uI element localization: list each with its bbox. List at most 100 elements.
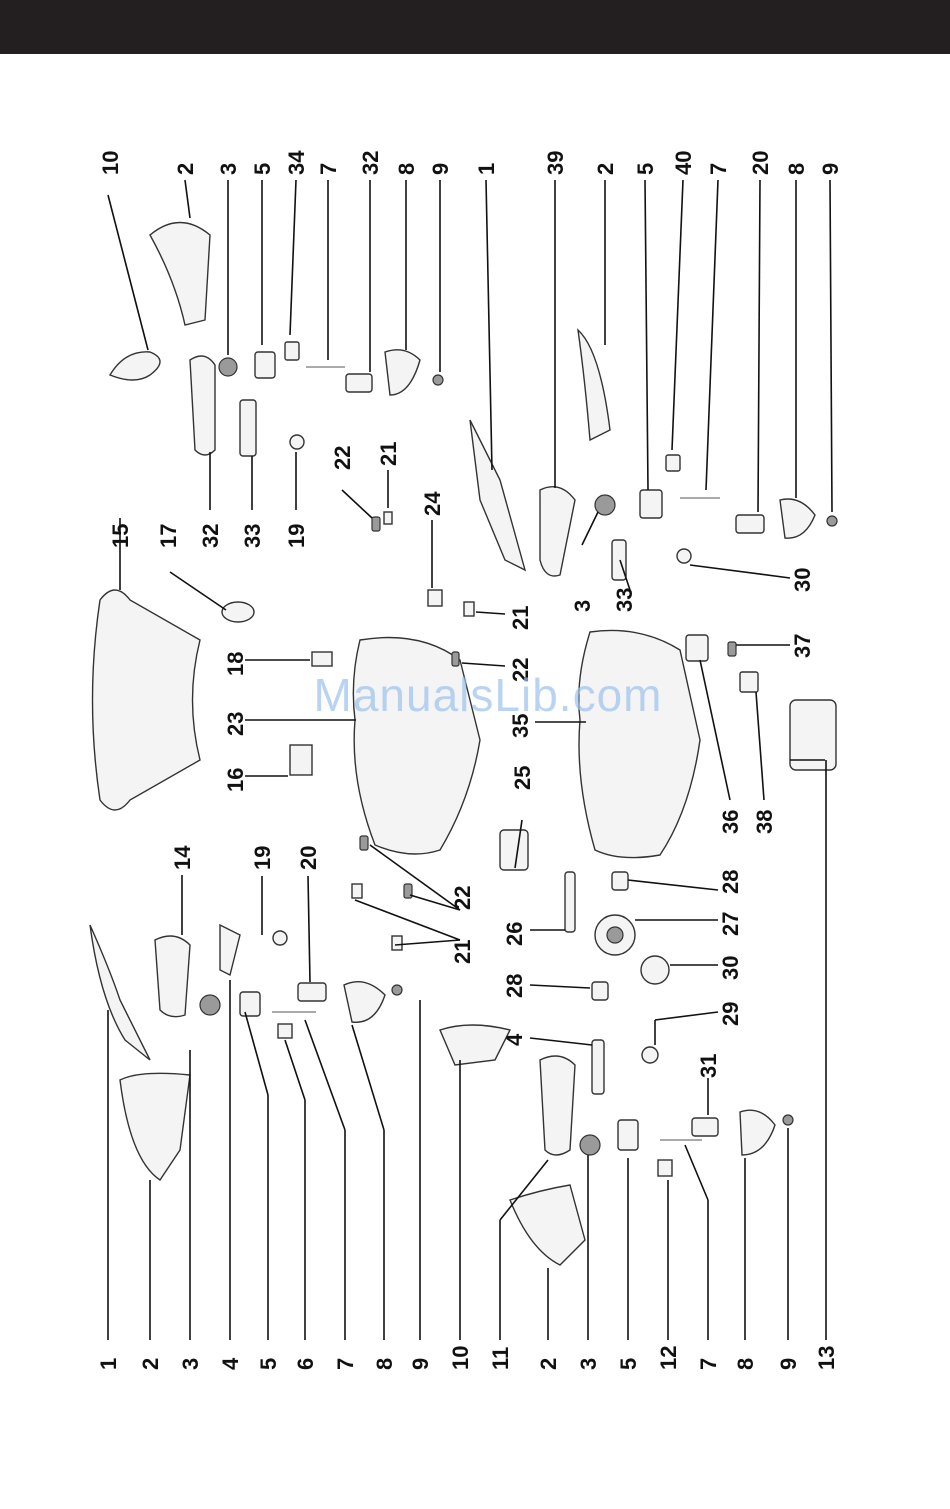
callout-label: 9: [428, 163, 453, 175]
nut-part: [827, 516, 837, 526]
motor-arm-part: [540, 1056, 575, 1155]
bolt-part: [642, 1047, 658, 1063]
callout-label: 38: [752, 810, 777, 834]
cover-part: [686, 635, 708, 661]
callout-label: 7: [316, 163, 341, 175]
callout-label: 33: [240, 524, 265, 548]
nut-part: [433, 375, 443, 385]
callout-label: 28: [718, 870, 743, 894]
propeller-part: [110, 352, 160, 380]
bolt-part: [677, 549, 691, 563]
callout-label: 24: [420, 491, 445, 516]
pin-part: [452, 652, 459, 666]
callout-label: 23: [223, 712, 248, 736]
callout-label: 19: [250, 846, 275, 870]
arm-trim-part: [592, 1040, 604, 1094]
callout-label: 8: [733, 1358, 758, 1370]
callout-label: 40: [671, 151, 696, 175]
callout-label: 21: [450, 940, 475, 964]
callout-label: 2: [138, 1358, 163, 1370]
gimbal-lens-part: [607, 927, 623, 943]
motor-mount-part: [240, 992, 260, 1016]
callout-label: 9: [776, 1358, 801, 1370]
callout-label: 26: [502, 922, 527, 946]
nut-part: [392, 985, 402, 995]
motor-cover-part: [780, 499, 815, 538]
callout-label: 13: [814, 1346, 839, 1370]
callout-label: 22: [330, 446, 355, 470]
ring-part: [641, 956, 669, 984]
callout-label: 8: [372, 1358, 397, 1370]
callout-label: 5: [250, 163, 275, 175]
canopy-part: [93, 590, 201, 810]
clip-part: [666, 455, 680, 471]
callout-label: 5: [256, 1358, 281, 1370]
callout-label: 3: [570, 600, 595, 612]
propeller-part: [440, 1025, 510, 1065]
callout-label: 11: [488, 1347, 513, 1370]
motor-mount-part: [255, 352, 275, 378]
bushing-part: [612, 872, 628, 890]
callout-label: 2: [536, 1358, 561, 1370]
switch-part: [740, 672, 758, 692]
motor-arm-part: [155, 936, 190, 1017]
prop-guard-part: [510, 1185, 585, 1265]
callout-label: 8: [784, 163, 809, 175]
callout-label: 8: [394, 163, 419, 175]
callout-label: 31: [696, 1054, 721, 1078]
callout-label: 30: [718, 956, 743, 980]
callout-label: 17: [156, 524, 181, 548]
bolt-part: [290, 435, 304, 449]
nut-part: [783, 1115, 793, 1125]
motor-cover-part: [385, 350, 420, 395]
callout-label: 3: [576, 1358, 601, 1370]
callout-label: 29: [718, 1002, 743, 1026]
propeller-part: [90, 925, 150, 1060]
clip-part: [285, 342, 299, 360]
callout-label: 7: [333, 1358, 358, 1370]
pin-part: [360, 836, 368, 850]
prop-guard-part: [150, 223, 210, 326]
clip-part: [658, 1160, 672, 1176]
motor-cover-part: [740, 1110, 775, 1155]
callout-label: 6: [293, 1358, 318, 1370]
camera-board-part: [500, 830, 528, 870]
prop-guard-part: [578, 330, 610, 440]
callout-label: 21: [376, 442, 401, 466]
callout-label: 4: [218, 1357, 243, 1370]
callout-label: 2: [173, 163, 198, 175]
clip-part: [464, 602, 474, 616]
motor-mount-part: [640, 490, 662, 518]
callout-label: 33: [612, 588, 637, 612]
callout-label: 34: [284, 150, 309, 175]
callout-label: 15: [108, 524, 133, 548]
callout-label: 1: [96, 1358, 121, 1370]
callout-label: 32: [358, 151, 383, 175]
callout-label: 28: [502, 974, 527, 998]
callout-label: 3: [216, 163, 241, 175]
clip-part: [384, 512, 392, 524]
callout-label: 4: [502, 1033, 527, 1046]
callout-label: 14: [170, 845, 195, 870]
motor-part: [736, 515, 764, 533]
callout-label: 10: [98, 151, 123, 175]
callout-label: 22: [450, 886, 475, 910]
callout-label: 18: [223, 652, 248, 676]
clip-part: [278, 1024, 292, 1038]
label-part: [312, 652, 332, 666]
callout-label: 10: [448, 1346, 473, 1370]
propeller-part: [470, 420, 525, 570]
callout-label: 7: [706, 163, 731, 175]
clip-part: [352, 884, 362, 898]
lower-body-part: [579, 630, 700, 857]
callout-label: 1: [474, 163, 499, 175]
bolt-part: [273, 931, 287, 945]
motor-cover-part: [344, 982, 385, 1023]
callout-label: 5: [633, 163, 658, 175]
callout-label: 3: [178, 1358, 203, 1370]
gear-part: [219, 358, 237, 376]
watermark: ManualsLib.com: [268, 668, 708, 722]
callout-label: 32: [198, 524, 223, 548]
motor-mount-part: [618, 1120, 638, 1150]
